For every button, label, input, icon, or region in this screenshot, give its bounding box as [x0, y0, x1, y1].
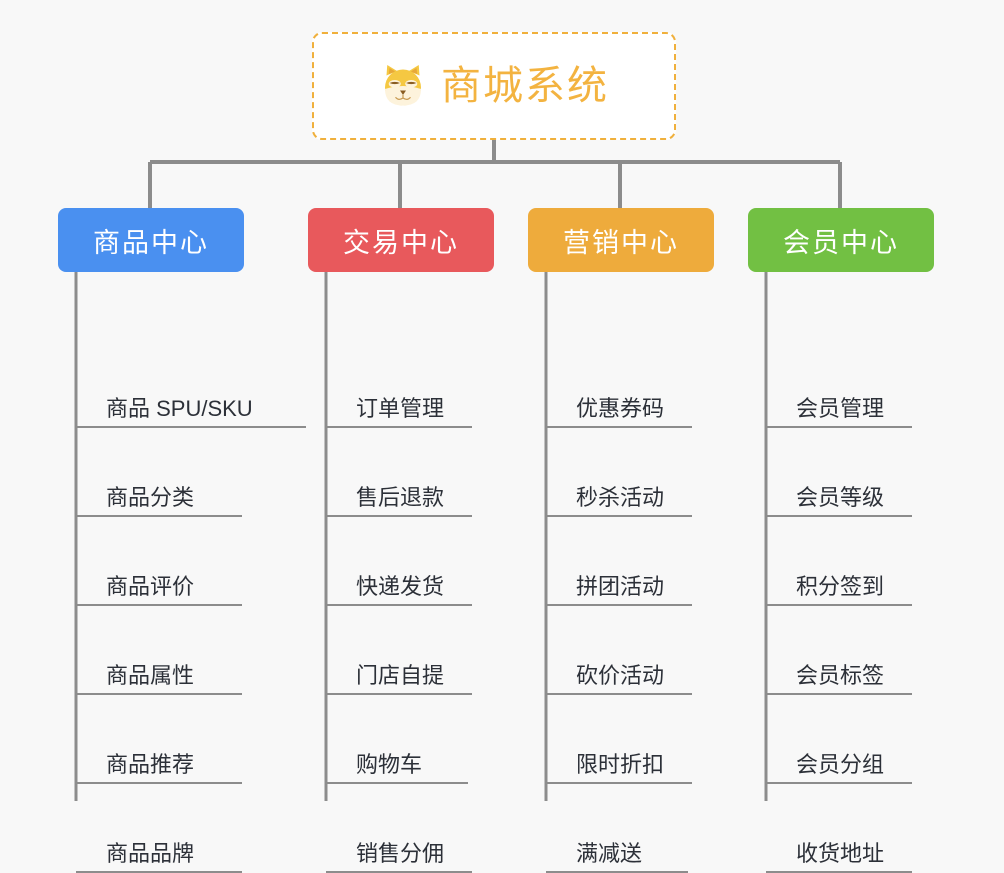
leaf-item-label: 优惠券码	[576, 396, 665, 421]
branch-column-2: 交易中心订单管理售后退款快递发货门店自提购物车销售分佣	[308, 208, 494, 873]
leaf-item[interactable]: 砍价活动	[546, 651, 692, 695]
shiba-dog-icon	[385, 65, 421, 106]
leaf-item[interactable]: 快递发货	[326, 562, 472, 606]
leaf-item[interactable]: 秒杀活动	[546, 473, 692, 517]
leaf-item[interactable]: 优惠券码	[546, 384, 692, 428]
branch-header-2[interactable]: 交易中心	[308, 208, 494, 272]
leaf-item[interactable]: 订单管理	[326, 384, 472, 428]
branch-header-4[interactable]: 会员中心	[748, 208, 934, 272]
leaf-item[interactable]: 商品属性	[76, 651, 242, 695]
branch-header-label: 会员中心	[783, 227, 899, 258]
leaf-item[interactable]: 会员标签	[766, 651, 912, 695]
leaf-item[interactable]: 商品 SPU/SKU	[76, 384, 306, 428]
leaf-item-label: 限时折扣	[576, 752, 665, 777]
leaf-item-label: 满减送	[576, 841, 643, 866]
leaf-item[interactable]: 会员等级	[766, 473, 912, 517]
mindmap-canvas: 商城系统 商品中心商品 SPU/SKU 商品分类商品评价商品属性商品推荐商品品牌 交…	[58, 32, 934, 873]
leaf-item-label: 砍价活动	[576, 663, 665, 688]
leaf-item-label: 收货地址	[796, 841, 885, 866]
branch-column-3: 营销中心优惠券码秒杀活动拼团活动砍价活动限时折扣满减送	[528, 208, 714, 873]
leaf-item[interactable]: 限时折扣	[546, 740, 692, 784]
leaf-item-label: 商品分类	[106, 485, 195, 510]
leaf-item-label: 商品 SPU/SKU	[106, 396, 253, 421]
leaf-item-label: 拼团活动	[576, 574, 665, 599]
leaf-item-label: 商品评价	[106, 574, 195, 599]
leaf-item-label: 会员分组	[796, 752, 885, 777]
leaf-item[interactable]: 商品评价	[76, 562, 242, 606]
leaf-item-label: 商品推荐	[106, 752, 195, 777]
leaf-item[interactable]: 门店自提	[326, 651, 472, 695]
leaf-item-label: 会员管理	[796, 396, 885, 421]
leaf-item[interactable]: 收货地址	[766, 829, 912, 873]
leaf-item[interactable]: 拼团活动	[546, 562, 692, 606]
branch-header-1[interactable]: 商品中心	[58, 208, 244, 272]
leaf-item-label: 积分签到	[796, 574, 885, 599]
leaf-item-label: 售后退款	[356, 485, 445, 510]
page-title: 商城系统	[441, 64, 609, 108]
leaf-item-label: 快递发货	[356, 574, 445, 599]
leaf-item-label: 商品属性	[106, 663, 195, 688]
branch-header-label: 商品中心	[93, 227, 209, 258]
leaf-item-label: 门店自提	[356, 663, 445, 688]
leaf-item[interactable]: 商品品牌	[76, 829, 242, 873]
leaf-item[interactable]: 会员管理	[766, 384, 912, 428]
leaf-item-label: 秒杀活动	[576, 485, 665, 510]
leaf-item-label: 会员等级	[796, 485, 885, 510]
leaf-item-label: 会员标签	[796, 663, 885, 688]
branch-header-3[interactable]: 营销中心	[528, 208, 714, 272]
leaf-item-label: 销售分佣	[356, 841, 445, 866]
leaf-item-label: 订单管理	[356, 396, 445, 421]
leaf-item[interactable]: 销售分佣	[326, 829, 472, 873]
leaf-item-label: 商品品牌	[106, 841, 195, 866]
leaf-item[interactable]: 购物车	[326, 740, 468, 784]
leaf-item[interactable]: 售后退款	[326, 473, 472, 517]
leaf-item-label: 购物车	[356, 752, 423, 777]
leaf-item[interactable]: 商品推荐	[76, 740, 242, 784]
leaf-item[interactable]: 满减送	[546, 829, 688, 873]
branch-column-4: 会员中心会员管理会员等级积分签到会员标签会员分组收货地址	[748, 208, 934, 873]
leaf-item[interactable]: 商品分类	[76, 473, 242, 517]
branch-header-label: 营销中心	[563, 227, 679, 258]
root-node[interactable]: 商城系统	[312, 32, 676, 140]
leaf-item[interactable]: 积分签到	[766, 562, 912, 606]
branch-column-1: 商品中心商品 SPU/SKU 商品分类商品评价商品属性商品推荐商品品牌	[58, 208, 306, 873]
branch-header-label: 交易中心	[343, 227, 459, 258]
leaf-item[interactable]: 会员分组	[766, 740, 912, 784]
